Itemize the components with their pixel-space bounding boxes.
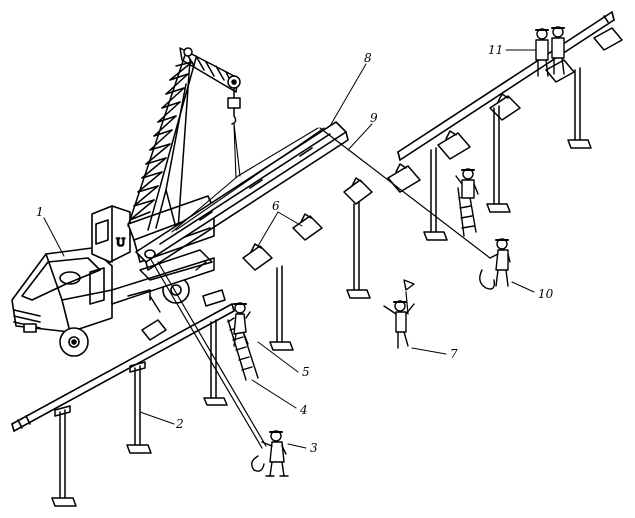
workers-11-pair <box>535 26 565 77</box>
guide-rope-3 <box>149 257 267 449</box>
callout-10: 10 <box>538 287 554 301</box>
callout-2: 2 <box>175 417 184 431</box>
truck-chassis <box>111 249 215 305</box>
lifted-beam <box>135 121 349 271</box>
block-group-6a <box>242 243 273 271</box>
worker-7-signaller <box>383 279 415 349</box>
beam-slings <box>171 127 325 233</box>
callout-11: 11 <box>488 43 503 57</box>
block-far-1 <box>387 163 421 193</box>
leader-lines <box>43 49 537 449</box>
block-far-4 <box>593 27 623 51</box>
block-standalone-left <box>343 177 373 205</box>
column-far-1 <box>423 147 448 241</box>
crane-cabin-mark: U <box>116 236 125 249</box>
block-near-beam <box>141 319 167 341</box>
callout-6: 6 <box>272 199 280 213</box>
leader-2 <box>139 411 175 425</box>
crane-lattice-boom <box>127 51 197 231</box>
far-beam-run <box>397 11 615 161</box>
worker-10 <box>479 238 511 290</box>
column-front-1 <box>51 405 77 507</box>
worker-far-ladder <box>455 168 479 199</box>
callout-3: 3 <box>310 441 318 455</box>
callout-5: 5 <box>302 365 310 379</box>
column-mid-2 <box>346 201 371 299</box>
callout-1: 1 <box>36 205 44 219</box>
callout-labels: 1 2 3 4 5 6 7 8 9 10 11 <box>36 43 554 455</box>
near-beam-run <box>11 303 235 432</box>
block-group-6b <box>292 213 323 241</box>
block-far-beam-2 <box>545 59 575 83</box>
column-mid-1 <box>269 265 294 351</box>
column-far-2 <box>486 105 511 213</box>
truck-outriggers <box>149 261 207 313</box>
callout-9: 9 <box>370 111 378 125</box>
block-far-3 <box>489 93 521 121</box>
callout-8: 8 <box>364 51 372 65</box>
crane-hook-block <box>227 87 241 125</box>
column-far-3 <box>567 67 592 149</box>
block-far-2 <box>437 130 471 160</box>
worker-3 <box>251 430 289 477</box>
truck-front-wheel <box>59 327 89 357</box>
callout-4: 4 <box>299 403 308 417</box>
crane-cabin: U <box>91 205 131 263</box>
column-front-2 <box>126 361 152 454</box>
callout-7: 7 <box>450 347 458 361</box>
truck-crane: U <box>11 47 241 357</box>
worker-near-ladder <box>227 302 251 347</box>
crane-hoist-cables <box>233 123 241 179</box>
truck-cab <box>11 247 113 333</box>
column-front-3 <box>202 289 228 406</box>
